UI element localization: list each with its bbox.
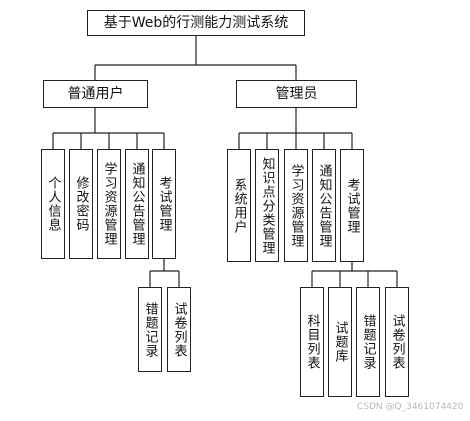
- admin-exam-question-bank: 试题库: [328, 287, 352, 397]
- role-user-node: 普通用户: [43, 80, 148, 108]
- user-module-learning-resources: 学习资源管理: [97, 149, 121, 259]
- admin-module-system-users: 系统用户: [227, 149, 251, 262]
- admin-exam-wrong-questions: 错题记录: [356, 287, 380, 397]
- admin-exam-subject-list: 科目列表: [300, 287, 324, 397]
- admin-module-knowledge-categories: 知识点分类管理: [255, 149, 279, 262]
- user-module-profile: 个人信息: [41, 149, 65, 259]
- admin-module-notices: 通知公告管理: [312, 149, 336, 262]
- user-module-notices: 通知公告管理: [125, 149, 149, 259]
- user-module-exam-management: 考试管理: [152, 149, 176, 259]
- admin-module-exam-management: 考试管理: [340, 149, 364, 262]
- admin-exam-paper-list: 试卷列表: [385, 287, 409, 397]
- admin-module-learning-resources: 学习资源管理: [284, 149, 308, 262]
- user-exam-paper-list: 试卷列表: [167, 287, 191, 372]
- user-module-change-password: 修改密码: [69, 149, 93, 259]
- root-node: 基于Web的行测能力测试系统: [87, 10, 305, 36]
- watermark: CSDN @Q_3461074420: [357, 402, 464, 412]
- user-exam-wrong-questions: 错题记录: [138, 287, 162, 372]
- role-admin-node: 管理员: [236, 80, 357, 108]
